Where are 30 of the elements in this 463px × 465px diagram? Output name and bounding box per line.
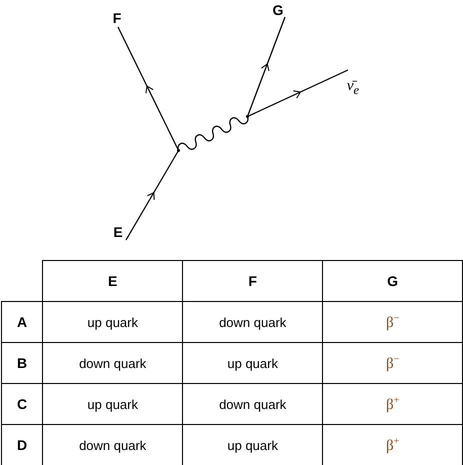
particle-line: [125, 150, 180, 240]
table-cell-text: β$^{+}$: [386, 394, 400, 414]
table-cell-text: β$^{+}$: [386, 436, 400, 454]
table-cell-text: up quark: [87, 396, 138, 412]
column-header: G: [387, 273, 398, 289]
particle-label: ν̄$_{e}$: [342, 78, 364, 98]
table-cell-text: down quark: [79, 356, 146, 370]
row-label: B: [17, 355, 28, 371]
table-cell-text: β$^{−}$: [386, 312, 400, 332]
column-header: E: [108, 273, 118, 289]
row-label: C: [17, 396, 28, 412]
particle-label: G: [270, 2, 286, 18]
table-cell-text: up quark: [87, 314, 138, 330]
table-cell-text: up quark: [227, 438, 278, 452]
column-header: F: [248, 273, 257, 289]
table-cell-text: down quark: [219, 314, 286, 330]
table-cell-text: down quark: [219, 396, 286, 412]
vertex-dot: [177, 149, 180, 152]
wavy-line: [178, 116, 248, 151]
row-label: D: [17, 437, 28, 453]
vertex-dot: [246, 115, 249, 118]
particle-line: [246, 16, 286, 117]
particle-line: [247, 69, 348, 118]
table-cell-text: down quark: [79, 438, 146, 452]
table-cell-text: β$^{−}$: [386, 354, 400, 372]
row-label: A: [17, 314, 28, 330]
particle-label: F: [110, 10, 124, 26]
table-cell-text: up quark: [227, 356, 278, 370]
particle-label: E: [111, 224, 125, 240]
particle-line: [117, 26, 180, 151]
